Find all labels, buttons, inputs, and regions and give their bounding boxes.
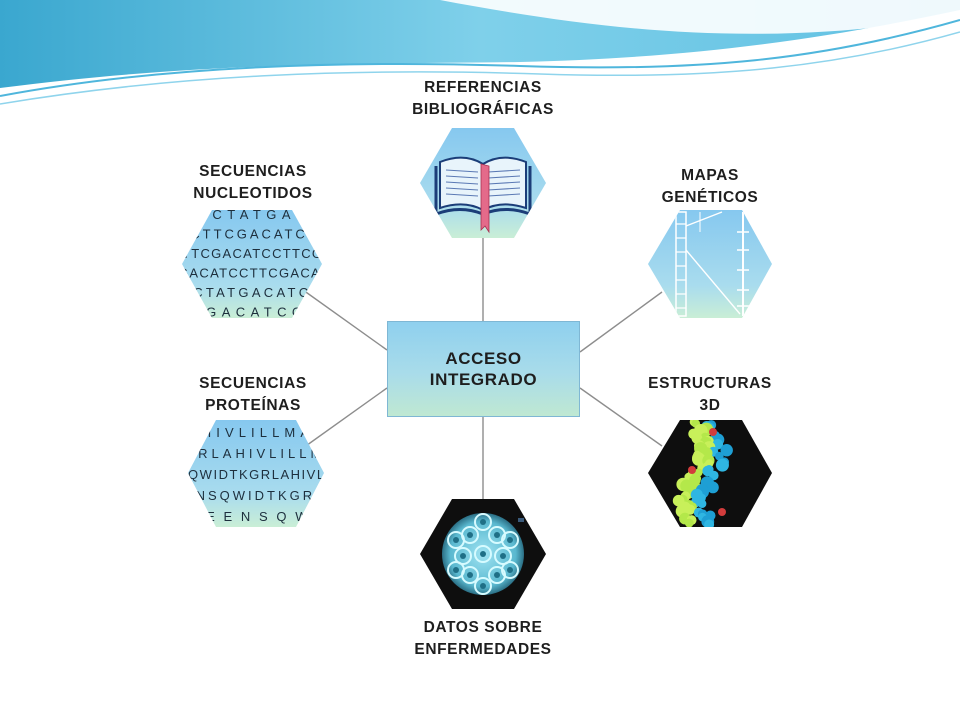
nucleotide-sequence-line: TCTATGACATCCT <box>182 285 332 300</box>
label-enfermedades-line1: DATOS SOBRE <box>423 619 543 636</box>
center-acceso-integrado: ACCESO INTEGRADO <box>387 321 580 417</box>
nucleotide-sequence-text: CGCTATGACAT CCTTCGACATCCT TTCGACATCCTTCGA G… <box>178 207 332 320</box>
label-proteinas-line1: SECUENCIAS <box>199 375 307 392</box>
label-referencias-line1: REFERENCIAS <box>424 79 542 96</box>
protein-sequence-line: REENSQWID <box>188 509 338 524</box>
center-line1: ACCESO <box>445 349 522 368</box>
label-nucleotidos-line1: SECUENCIAS <box>199 163 307 180</box>
label-mapas-line2: GENÉTICOS <box>661 189 759 206</box>
enfermedades-hexagon <box>420 499 546 609</box>
label-referencias: REFERENCIAS BIBLIOGRÁFICAS <box>383 77 583 121</box>
nucleotidos-hexagon: CGCTATGACAT CCTTCGACATCCT TTCGACATCCTTCGA G… <box>178 207 332 320</box>
label-enfermedades-line2: ENFERMEDADES <box>414 641 552 658</box>
protein-sequence-line: QWIDTKGRLAHIVLIL <box>188 467 338 482</box>
estructuras-hexagon <box>648 420 772 527</box>
referencias-hexagon <box>420 128 546 238</box>
label-referencias-line2: BIBLIOGRÁFICAS <box>412 101 554 118</box>
book-icon <box>434 156 532 234</box>
label-nucleotidos: SECUENCIAS NUCLEOTIDOS <box>153 161 353 205</box>
protein-sequence-line: GRLAHIVLILLMA <box>184 446 334 461</box>
molecule-3d-icon <box>672 420 733 527</box>
label-mapas: MAPAS GENÉTICOS <box>610 165 810 209</box>
label-mapas-line1: MAPAS <box>681 167 739 184</box>
connector-nucleotidos <box>302 289 388 351</box>
label-enfermedades: DATOS SOBRE ENFERMEDADES <box>383 617 583 661</box>
label-estructuras: ESTRUCTURAS 3D <box>610 373 810 417</box>
nucleotide-sequence-line: TTCGACATCCTTCGA <box>182 246 332 261</box>
label-estructuras-line1: ESTRUCTURAS <box>648 375 772 392</box>
mapas-hexagon <box>648 210 772 318</box>
label-proteinas: SECUENCIAS PROTEÍNAS <box>153 373 353 417</box>
center-line2: INTEGRADO <box>429 370 538 389</box>
label-proteinas-line2: PROTEÍNAS <box>205 397 301 414</box>
proteinas-hexagon: AHIVLILLMARH GRLAHIVLILLMA QWIDTKGRLAHIVLI… <box>184 420 338 527</box>
label-nucleotidos-line2: NUCLEOTIDOS <box>193 185 313 202</box>
header-swoosh <box>0 0 960 105</box>
decorative-mark <box>518 518 524 522</box>
nucleotide-sequence-line: TCGACATCCTT <box>178 305 328 320</box>
connector-mapas <box>579 291 663 353</box>
protein-sequence-line: AHIVLILLMARH <box>188 425 338 440</box>
nucleotide-sequence-line: GACATCCTTCGACAT <box>178 266 328 281</box>
nucleotide-sequence-line: CCTTCGACATCCT <box>178 227 328 242</box>
label-estructuras-line2: 3D <box>699 397 721 414</box>
connector-estructuras <box>579 387 663 447</box>
connector-proteinas <box>302 387 388 449</box>
nucleotide-sequence-line: CGCTATGACAT <box>182 207 332 222</box>
genetic-map-icon <box>675 211 749 317</box>
connector-lines <box>302 238 663 499</box>
protein-sequence-line: ENSQWIDTKGRLA <box>184 488 334 503</box>
virus-icon <box>442 513 524 595</box>
